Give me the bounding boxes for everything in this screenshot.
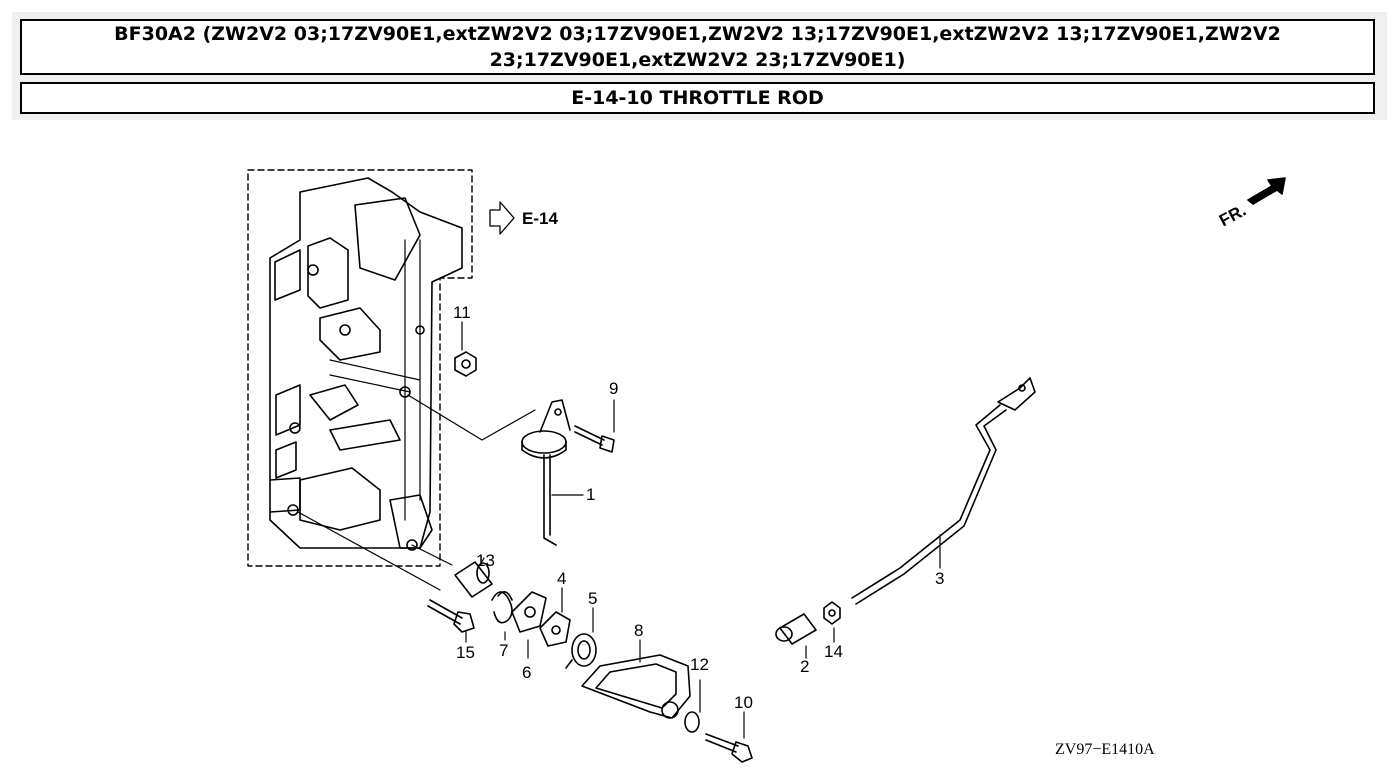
housing-bracket: [269, 177, 463, 551]
callout-7: 7: [499, 641, 508, 660]
subassembly-outline: [247, 169, 473, 567]
callout-2: 2: [800, 657, 809, 676]
drawing-code: ZV97−E1410A: [1055, 741, 1155, 758]
callout-8: 8: [634, 621, 643, 640]
callout-6: 6: [522, 663, 531, 682]
part-14-nut: [823, 601, 841, 643]
part-2-joint: [775, 613, 817, 659]
callout-10: 10: [734, 693, 753, 712]
callout-13: 13: [476, 551, 495, 570]
front-label: FR.: [1216, 201, 1249, 231]
callout-9: 9: [609, 379, 618, 398]
part-11-nut: [454, 321, 477, 377]
callout-4: 4: [557, 569, 566, 588]
callout-14: 14: [824, 642, 843, 661]
front-direction-arrow: [1247, 177, 1286, 205]
callout-3: 3: [935, 569, 944, 588]
callout-15: 15: [456, 643, 475, 662]
leader-line: [407, 394, 536, 441]
callout-1: 1: [586, 485, 595, 504]
part-5-spring: [565, 607, 597, 669]
callout-12: 12: [690, 655, 709, 674]
callout-5: 5: [588, 589, 597, 608]
part-10-bolt: [705, 711, 753, 763]
part-15-bolt: [427, 599, 475, 643]
part-9-screw: [574, 399, 615, 453]
header-panel: BF30A2 (ZW2V2 03;17ZV90E1,extZW2V2 03;17…: [12, 12, 1387, 120]
model-title: BF30A2 (ZW2V2 03;17ZV90E1,extZW2V2 03;17…: [20, 19, 1375, 75]
section-title: E-14-10 THROTTLE ROD: [20, 82, 1375, 114]
part-12-washer: [684, 679, 701, 733]
part-7-spring: [491, 591, 513, 641]
leader-line: [411, 544, 453, 566]
part-1-throttle-lever: [521, 399, 584, 546]
part-8-link-arm: [581, 639, 691, 719]
callout-11: 11: [453, 303, 471, 322]
part-4-lever: [539, 587, 571, 647]
part-6-cam-plate: [511, 591, 547, 659]
leader-line: [297, 511, 441, 591]
part-13-collar: [454, 557, 493, 598]
section-ref-arrow: [489, 201, 515, 235]
part-3-throttle-rod: [851, 377, 1036, 605]
section-ref-label[interactable]: E-14: [522, 209, 558, 228]
